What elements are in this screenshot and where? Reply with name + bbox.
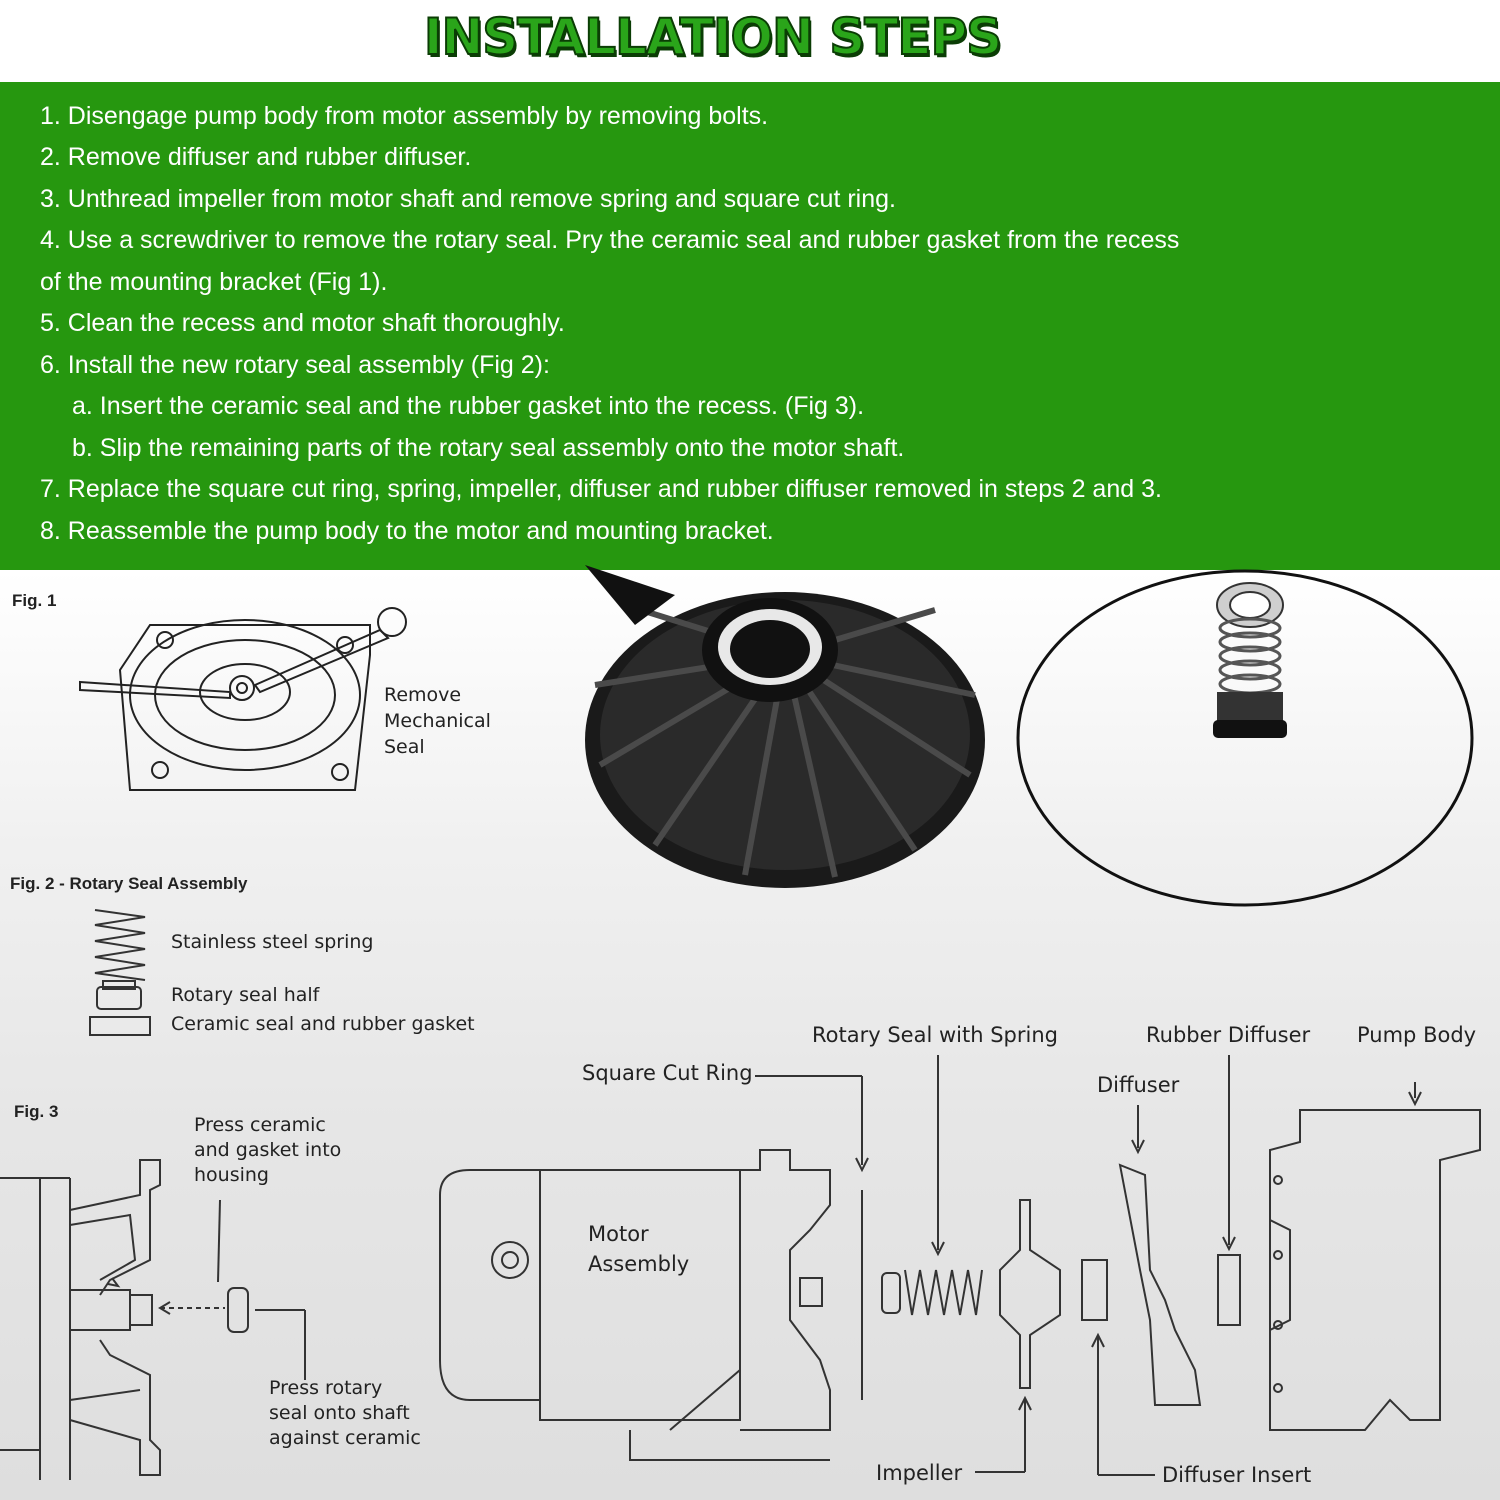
fig3-housing-drawing (0, 1159, 306, 1480)
label-diffuser-insert: Diffuser Insert (1162, 1463, 1312, 1487)
fig3-press-ceramic-line1: Press ceramic (194, 1114, 326, 1136)
fig2-spring-label: Stainless steel spring (171, 931, 374, 953)
fig3-press-rotary-line3: against ceramic (269, 1427, 421, 1449)
fig1-label-line2: Mechanical (384, 710, 491, 732)
step-8: 8. Reassemble the pump body to the motor… (40, 517, 774, 545)
step-5: 5. Clean the recess and motor shaft thor… (40, 309, 565, 337)
fig1-motor-drawing (79, 607, 407, 791)
fig1-label-line3: Seal (384, 736, 425, 758)
fig2-rotary-label: Rotary seal half (171, 984, 320, 1006)
fig3-press-ceramic-line3: housing (194, 1164, 269, 1186)
title-bar: INSTALLATION STEPS (0, 0, 1500, 82)
steps-panel: 1. Disengage pump body from motor assemb… (0, 82, 1500, 570)
label-motor-line1: Motor (588, 1222, 649, 1246)
fig2-title: Fig. 2 - Rotary Seal Assembly (10, 874, 248, 893)
label-motor-line2: Assembly (588, 1252, 690, 1276)
page-title: INSTALLATION STEPS (423, 7, 1003, 67)
label-diffuser: Diffuser (1097, 1073, 1180, 1097)
fig1-title: Fig. 1 (12, 591, 57, 610)
step-6a: a. Insert the ceramic seal and the rubbe… (72, 392, 865, 420)
exploded-pump-diagram (439, 1055, 1481, 1476)
label-impeller: Impeller (876, 1461, 963, 1485)
step-3: 3. Unthread impeller from motor shaft an… (40, 185, 896, 213)
fig3-title: Fig. 3 (14, 1102, 59, 1121)
label-rubber-diffuser: Rubber Diffuser (1146, 1023, 1311, 1047)
fig3-press-rotary-line1: Press rotary (269, 1377, 383, 1399)
fig2-ceramic-label: Ceramic seal and rubber gasket (171, 1013, 475, 1035)
label-rotary-seal-spring: Rotary Seal with Spring (812, 1023, 1058, 1047)
step-6: 6. Install the new rotary seal assembly … (40, 351, 550, 379)
step-4-cont: of the mounting bracket (Fig 1). (40, 268, 388, 296)
fig1-label-line1: Remove (384, 684, 462, 706)
label-pump-body: Pump Body (1357, 1023, 1477, 1047)
fig2-seal-drawing (89, 909, 151, 1036)
step-4: 4. Use a screwdriver to remove the rotar… (40, 226, 1180, 254)
step-1: 1. Disengage pump body from motor assemb… (40, 102, 769, 130)
fig3-press-rotary-line2: seal onto shaft (269, 1402, 410, 1424)
fig3-press-ceramic-line2: and gasket into (194, 1139, 342, 1161)
rotary-seal-product-photo (1213, 582, 1287, 738)
diffuser-product-photo (585, 565, 985, 888)
step-7: 7. Replace the square cut ring, spring, … (40, 475, 1162, 503)
step-2: 2. Remove diffuser and rubber diffuser. (40, 143, 472, 171)
o-ring-product-photo (1016, 569, 1474, 907)
step-6b: b. Slip the remaining parts of the rotar… (72, 434, 905, 462)
label-square-cut-ring: Square Cut Ring (582, 1061, 753, 1085)
